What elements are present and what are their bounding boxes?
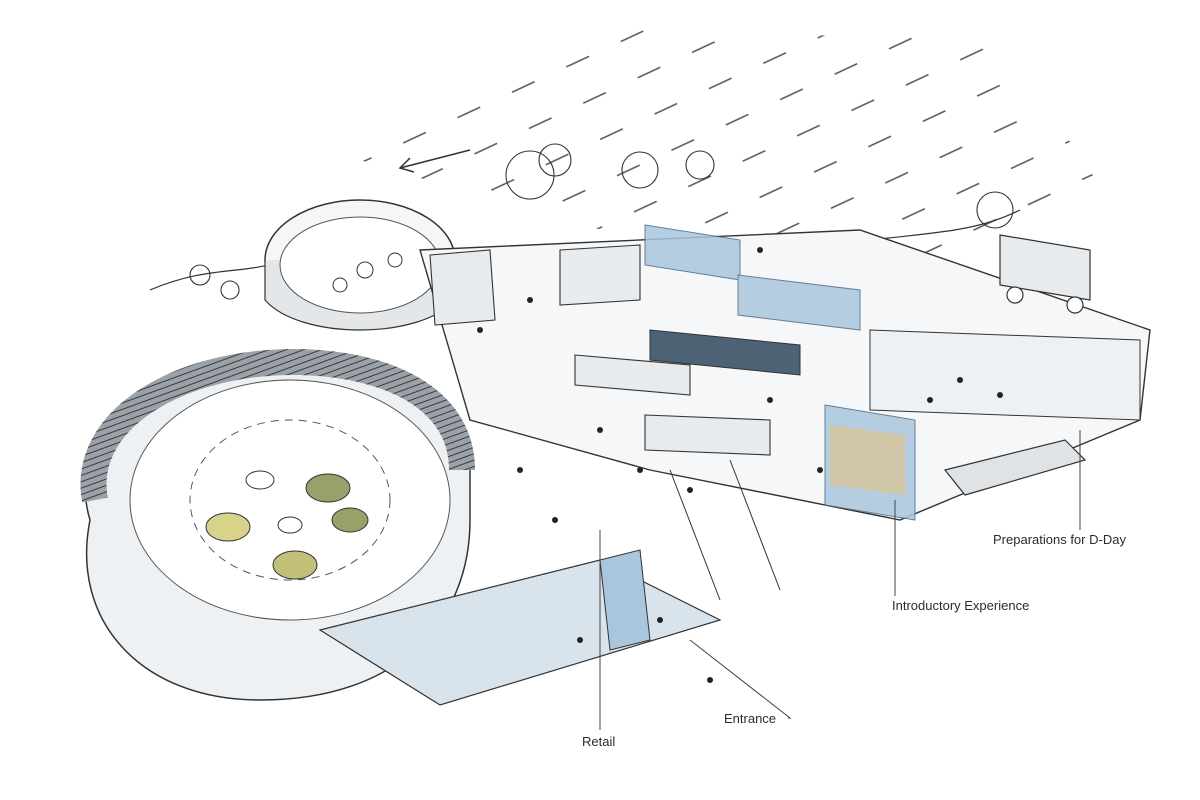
people [477,247,1003,683]
boat-icon [943,439,1087,496]
retail-label: Retail [582,734,616,749]
entrance-leader [689,639,792,719]
introductory-experience-label: Introductory Experience [892,598,1030,613]
preparations-dday-label: Preparations for D-Day [993,532,1126,547]
large-circular-gallery [80,348,475,701]
small-rotunda [264,199,456,331]
entrance-label: Entrance [724,711,777,726]
arrow-left-icon [398,149,471,173]
callout-lines [599,430,1081,730]
trees [189,143,1014,300]
entrance-plaza [318,459,781,706]
truck-icon [999,234,1091,314]
main-building [419,224,1151,521]
